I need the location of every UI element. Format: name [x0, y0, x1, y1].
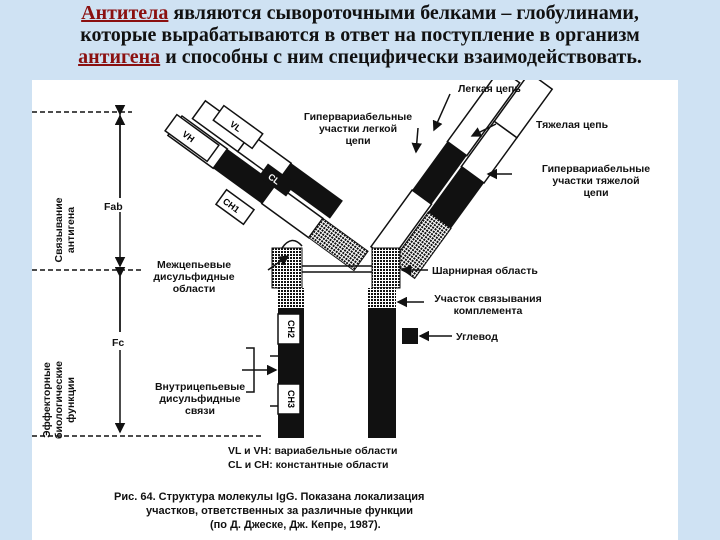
domain-ch3: CH3	[277, 383, 301, 415]
hv-light-label: Гипервариабельные участки легкой цепи	[304, 111, 412, 147]
left-scale	[32, 105, 262, 437]
svg-text:CL и CH: константные области: CL и CH: константные области	[228, 459, 389, 471]
domain-vl: VL	[212, 104, 264, 150]
intrachain-label: Внутрицепьевые дисульфидные связи	[155, 381, 245, 417]
interchain-label: Межцепьевые дисульфидные области	[153, 259, 234, 295]
svg-text:дисульфидные: дисульфидные	[159, 393, 240, 405]
svg-text:Межцепьевые: Межцепьевые	[157, 259, 231, 271]
svg-text:комплемента: комплемента	[454, 305, 523, 317]
igg-structure-diagram: Fab Fc Связывание антигена Эффекторные б…	[32, 80, 650, 531]
svg-text:VL и VH: вариабельные области: VL и VH: вариабельные области	[228, 445, 397, 457]
fc-label: Fc	[112, 337, 124, 349]
svg-text:Рис. 64. Структура молекулы Ig: Рис. 64. Структура молекулы IgG. Показан…	[114, 491, 424, 503]
domain-cl: CL	[258, 163, 296, 197]
svg-text:биологические: биологические	[53, 361, 65, 439]
right-annotations	[242, 93, 512, 376]
domain-ch1: CH1	[214, 188, 256, 226]
slide-heading: Антитела являются сывороточными белками …	[78, 2, 642, 68]
diagram-panel: Fab Fc Связывание антигена Эффекторные б…	[32, 80, 678, 540]
carbohydrate-marker	[402, 328, 418, 344]
domain-ch2: CH2	[277, 313, 301, 345]
svg-text:участки тяжелой: участки тяжелой	[552, 175, 639, 187]
svg-text:дисульфидные: дисульфидные	[153, 271, 234, 283]
heavy-chain-label: Тяжелая цепь	[536, 119, 609, 131]
light-chain-label: Легкая цепь	[458, 83, 521, 95]
svg-text:цепи: цепи	[583, 187, 608, 199]
svg-text:Связывание: Связывание	[53, 197, 65, 262]
svg-text:цепи: цепи	[345, 135, 370, 147]
svg-text:CH2: CH2	[286, 320, 296, 338]
right-fab-arm	[369, 80, 554, 280]
side-label-antigen-binding: Связывание антигена	[53, 197, 77, 262]
hinge-label: Шарнирная область	[432, 265, 538, 277]
svg-text:Внутрицепьевые: Внутрицепьевые	[155, 381, 245, 393]
term-antibodies: Антитела	[81, 2, 169, 24]
carbohydrate-label: Углевод	[456, 331, 498, 343]
svg-text:Эффекторные: Эффекторные	[41, 362, 53, 438]
svg-text:CH3: CH3	[286, 390, 296, 408]
figure-caption: Рис. 64. Структура молекулы IgG. Показан…	[114, 491, 424, 531]
svg-text:функции: функции	[65, 377, 77, 423]
domain-vh: VH	[164, 113, 220, 163]
svg-text:Участок связывания: Участок связывания	[434, 293, 541, 305]
legend: VL и VH: вариабельные области CL и CH: к…	[228, 445, 397, 471]
svg-text:участков, ответственных за раз: участков, ответственных за различные фун…	[146, 505, 413, 517]
fab-label: Fab	[104, 201, 123, 213]
fc-stem	[278, 288, 396, 438]
svg-text:антигена: антигена	[65, 207, 77, 253]
svg-text:Гипервариабельные: Гипервариабельные	[542, 163, 650, 175]
hinge-region	[271, 239, 401, 289]
term-antigen: антигена	[78, 46, 161, 68]
svg-text:области: области	[173, 283, 216, 295]
svg-text:связи: связи	[185, 405, 215, 417]
svg-text:участки легкой: участки легкой	[319, 123, 397, 135]
side-label-effector: Эффекторные биологические функции	[41, 361, 77, 439]
complement-label: Участок связывания комплемента	[434, 293, 541, 317]
svg-text:Гипервариабельные: Гипервариабельные	[304, 111, 412, 123]
svg-text:(по Д. Джеске, Дж. Кепре, 1987: (по Д. Джеске, Дж. Кепре, 1987).	[210, 519, 381, 531]
hv-heavy-label: Гипервариабельные участки тяжелой цепи	[542, 163, 650, 199]
